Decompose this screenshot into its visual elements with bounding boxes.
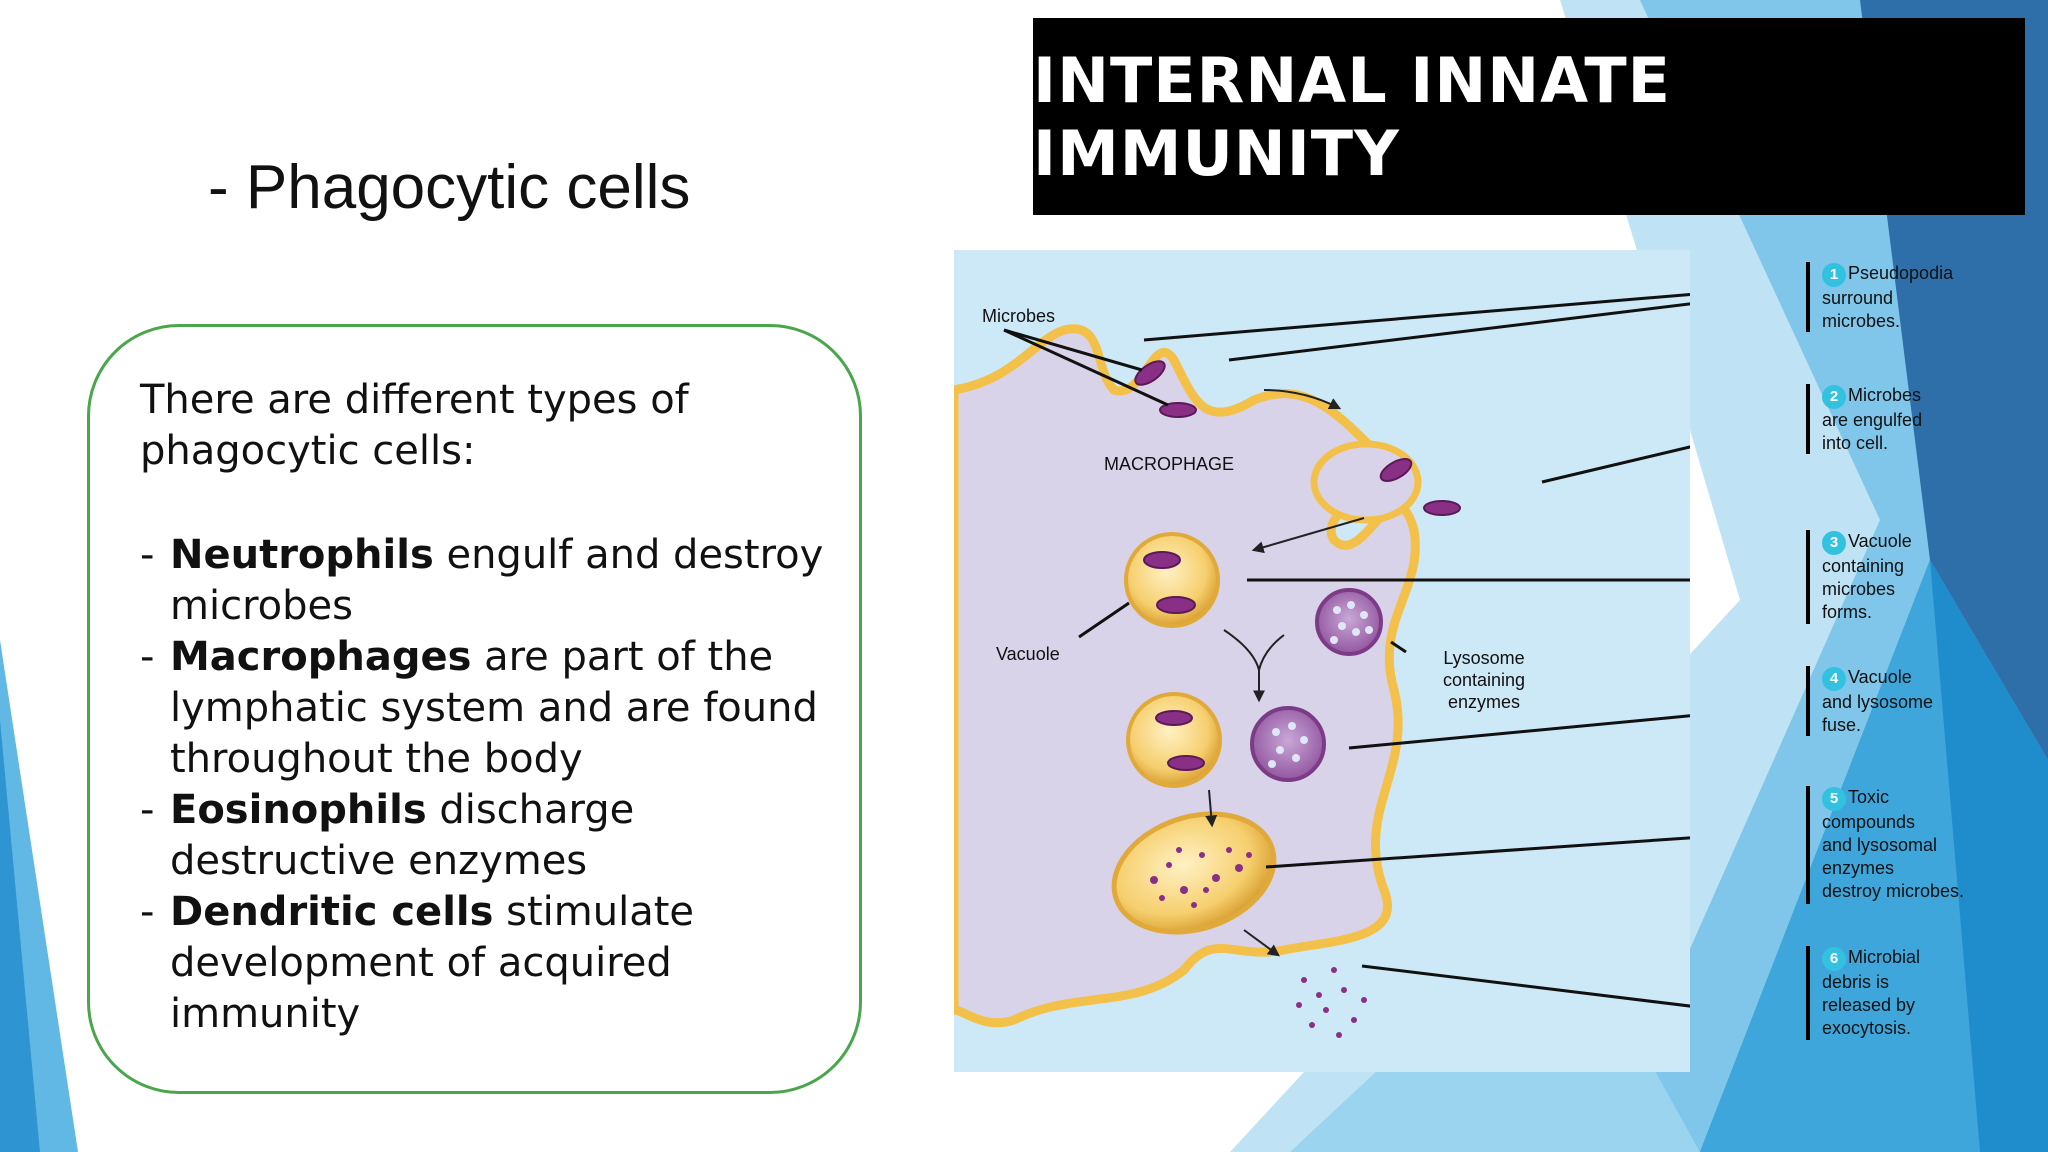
process-arrow [1205, 789, 1218, 828]
microbe [1167, 755, 1205, 771]
step-line: and lysosome [1822, 692, 1934, 712]
slide-title: INTERNAL INNATE IMMUNITY [1033, 43, 1671, 190]
step-line: Vacuole [1848, 531, 1912, 551]
step-line: exocytosis. [1822, 1018, 1912, 1038]
pointer-line [1078, 601, 1130, 639]
microbe-fragments [1150, 847, 1252, 908]
bullet-term: Neutrophils [170, 532, 434, 578]
step-line: microbes [1822, 579, 1896, 599]
microbial-debris [1296, 967, 1367, 1038]
list-item: -Eosinophils discharge destructive enzym… [140, 785, 840, 887]
intro-line-2: phagocytic cells: [140, 428, 476, 474]
bullet-term: Dendritic cells [170, 889, 494, 935]
pointer-line [1390, 640, 1407, 654]
bullet-dash: - [140, 532, 155, 578]
step-line: Vacuole [1848, 667, 1912, 687]
process-arrow [1243, 929, 1280, 957]
lysosome-label-2: containing [1443, 670, 1525, 690]
bullet-text: engulf and destroy microbes [170, 532, 824, 629]
step-line: and lysosomal [1822, 835, 1938, 855]
vacuole-label: Vacuole [996, 644, 1060, 664]
intro-text: There are different types of phagocytic … [140, 375, 840, 477]
intro-line-1: There are different types of [140, 377, 689, 423]
microbe [1379, 458, 1413, 482]
step-divider [1806, 946, 1810, 1040]
fusing-lysosome [1250, 706, 1326, 782]
step-divider [1806, 384, 1810, 454]
step-line: microbes. [1822, 311, 1901, 331]
lysosome-label-1: Lysosome [1443, 648, 1524, 668]
step-line: Toxic [1848, 787, 1890, 807]
bullet-text: discharge destructive enzymes [170, 787, 635, 884]
step-line: released by [1822, 995, 1916, 1015]
lysosome-label-3: enzymes [1448, 692, 1520, 712]
microbes-label: Microbes [982, 306, 1055, 326]
step-line: containing [1822, 556, 1905, 576]
enzyme-dots [1330, 601, 1373, 644]
text-box [87, 324, 862, 1094]
step-line: are engulfed [1822, 410, 1923, 430]
bullet-dash: - [140, 889, 155, 935]
microbe [1156, 596, 1196, 614]
title-banner: INTERNAL INNATE IMMUNITY [1033, 18, 2025, 215]
bullet-term: Macrophages [170, 634, 472, 680]
list-item: -Macrophages are part of the lymphatic s… [140, 632, 840, 785]
step-line: compounds [1822, 812, 1916, 832]
microbe [1159, 402, 1197, 418]
bullet-term: Eosinophils [170, 787, 427, 833]
process-arrow [1251, 517, 1365, 554]
bullet-text: are part of the lymphatic system and are… [170, 634, 818, 782]
step-line: surround [1822, 288, 1894, 308]
digestion-vacuole [1111, 811, 1277, 935]
list-item: -Neutrophils engulf and destroy microbes [140, 530, 840, 632]
microbe [1155, 710, 1193, 726]
engulfing-pocket [1310, 440, 1422, 524]
step-number-badge: 2 [1822, 385, 1846, 409]
enzyme-dots [1268, 722, 1308, 768]
step-number-badge: 5 [1822, 787, 1846, 811]
lysosome [1315, 588, 1383, 656]
list-item: -Dendritic cells stimulate development o… [140, 887, 840, 1040]
microbe [1134, 360, 1166, 386]
step-divider [1806, 530, 1810, 624]
macrophage-label: MACROPHAGE [1104, 454, 1234, 474]
pointer-line [1003, 328, 1143, 372]
phagocytosis-diagram: Microbes MACROPHAGE Vacuole Lysosome con… [954, 250, 1690, 1072]
step-line: into cell. [1822, 433, 1889, 453]
step-line: debris is [1822, 972, 1890, 992]
step-line: Microbes [1848, 385, 1922, 405]
bullet-dash: - [140, 787, 155, 833]
bullet-text: stimulate development of acquired immuni… [170, 889, 695, 1037]
step-number-badge: 6 [1822, 947, 1846, 971]
step-pointers [1143, 292, 1690, 1008]
step-divider [1806, 666, 1810, 736]
microbe [1143, 551, 1181, 569]
step-line: forms. [1822, 602, 1873, 622]
phagocyte-list: -Neutrophils engulf and destroy microbes… [140, 530, 840, 1040]
step-line: destroy microbes. [1822, 881, 1965, 901]
step-line: Microbial [1848, 947, 1921, 967]
pointer-line [1003, 328, 1169, 407]
step-divider [1806, 786, 1810, 904]
step-line: Pseudopodia [1848, 263, 1954, 283]
bullet-dash: - [140, 634, 155, 680]
step-number-badge: 4 [1822, 667, 1846, 691]
step-number-badge: 3 [1822, 531, 1846, 555]
slide-subtitle: - Phagocytic cells [208, 153, 691, 222]
step-line: enzymes [1822, 858, 1895, 878]
microbe [1423, 500, 1461, 516]
process-arrow [1263, 389, 1342, 410]
step-number-badge: 1 [1822, 263, 1846, 287]
step-divider [1806, 262, 1810, 332]
fusing-vacuole [1126, 692, 1222, 788]
step-line: fuse. [1822, 715, 1862, 735]
